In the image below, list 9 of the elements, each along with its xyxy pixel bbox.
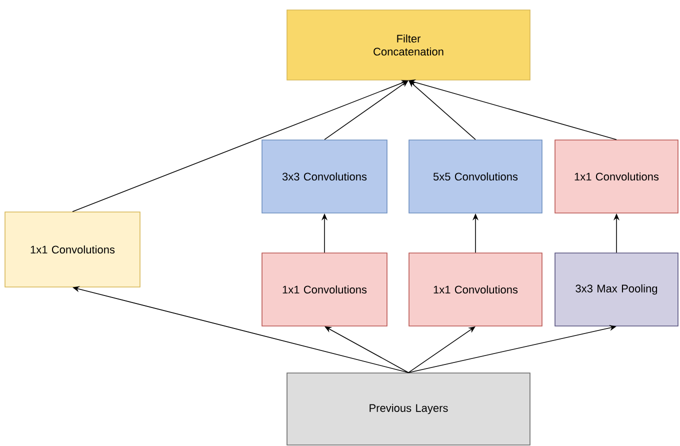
pooling-box: 3x3 Max Pooling xyxy=(554,252,678,326)
convolution-box: 5x5 Convolutions xyxy=(408,140,542,214)
convolution-box: 1x1 Convolutions xyxy=(4,212,140,288)
convolution-box: 1x1 Convolutions xyxy=(554,140,678,214)
convolution-box: 1x1 Convolutions xyxy=(262,252,388,326)
concatenation-box: Filter Concatenation xyxy=(286,10,530,80)
convolution-box: 1x1 Convolutions xyxy=(408,252,542,326)
convolution-box: 3x3 Convolutions xyxy=(262,140,388,214)
input-box: Previous Layers xyxy=(286,372,530,446)
